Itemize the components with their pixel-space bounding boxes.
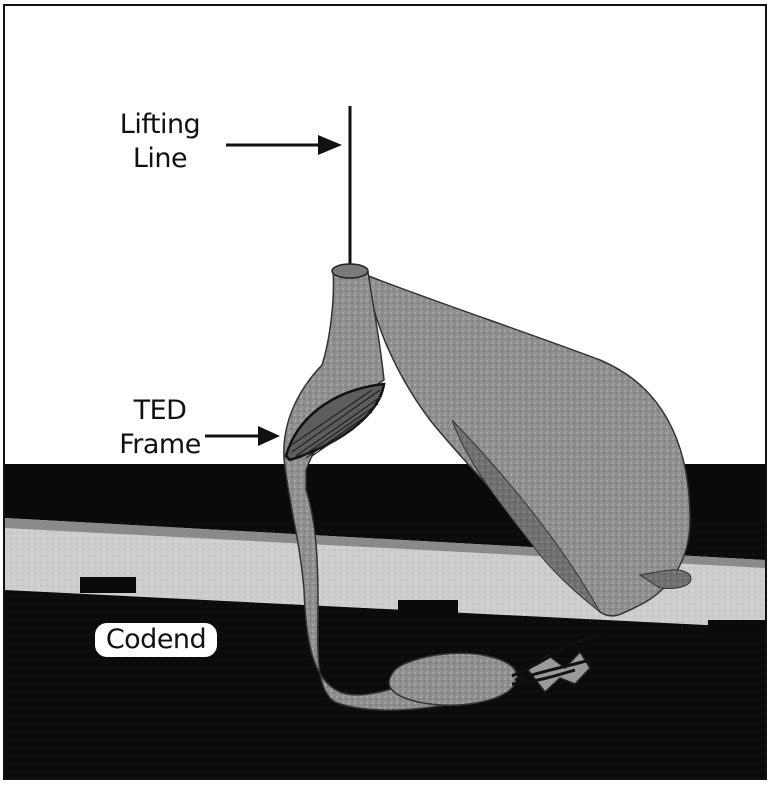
- codend-label: Codend: [95, 623, 217, 657]
- rail-notch: [80, 577, 136, 593]
- net-top-ring: [332, 264, 368, 278]
- lifting-line-arrowhead: [318, 135, 342, 155]
- lifting-line-label: Lifting Line: [100, 108, 220, 176]
- lifting-line-label-line1: Lifting: [100, 108, 220, 142]
- lifting-line-label-line2: Line: [100, 142, 220, 176]
- rail-notch: [708, 620, 765, 634]
- ted-frame-label: TED Frame: [110, 394, 210, 462]
- rail-notch: [398, 600, 458, 616]
- ted-frame-arrowhead: [258, 426, 280, 446]
- ted-frame-label-line2: Frame: [110, 428, 210, 462]
- ted-frame-label-line1: TED: [110, 394, 210, 428]
